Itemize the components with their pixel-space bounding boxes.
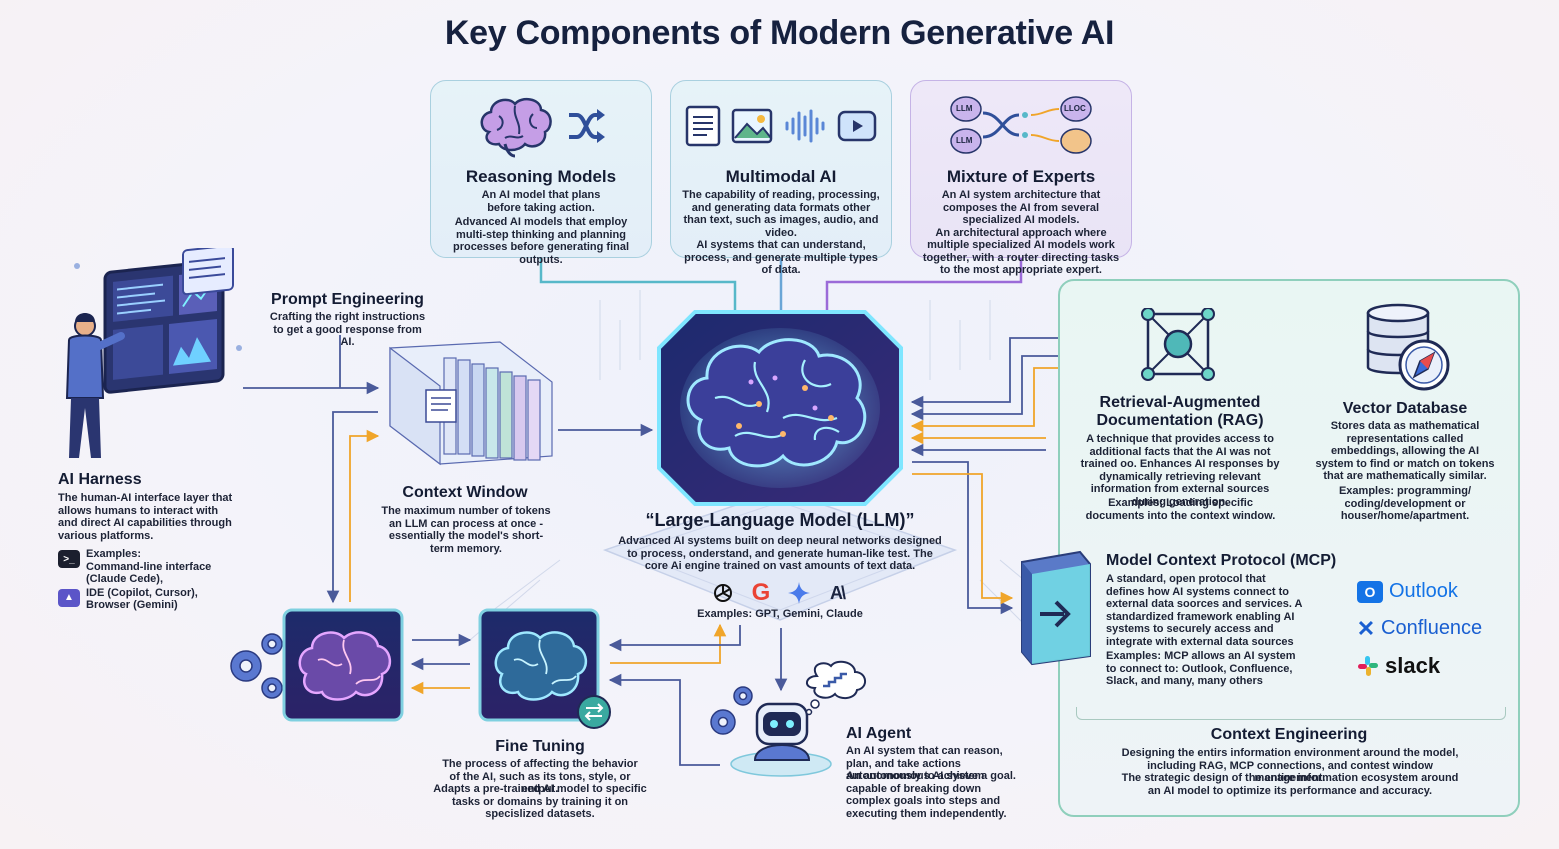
expert-brains-icon (950, 96, 1092, 154)
context-engineering-desc-2: The strategic design of the entire infor… (1121, 772, 1459, 797)
rag-network-icon (1141, 308, 1215, 381)
openai-logo (710, 580, 736, 606)
vector-database-icon (1366, 303, 1450, 391)
fine-tuning-illustration (230, 608, 611, 729)
harness-example-ide: IDE (Copilot, Cursor), (86, 586, 198, 599)
mcp-examples: Examples: MCP allows an AI system to con… (1106, 650, 1296, 687)
llm-logos: G A\ (680, 579, 880, 606)
ai-agent-desc-2: An autonomous AI system capable of break… (846, 770, 1007, 820)
harness-title: AI Harness (58, 471, 142, 488)
moe-title: Mixture of Experts (946, 167, 1096, 186)
image-icon (731, 108, 773, 144)
mcp-portal-icon (1021, 550, 1091, 666)
vector-db-examples: Examples: programming/ coding/developmen… (1338, 485, 1472, 522)
reasoning-desc-2: Advanced AI models that employ multi-ste… (452, 216, 630, 266)
page-title: Key Components of Modern Generative AI (444, 14, 1115, 52)
expert-label: LLM (956, 104, 973, 113)
integration-outlook: O Outlook (1357, 580, 1458, 603)
rag-examples: Examples: Loading specific documents int… (1085, 497, 1276, 522)
harness-examples: >_ Examples: Command-line interface (Cla… (58, 548, 233, 612)
mcp-title: Model Context Protocol (MCP) (1106, 552, 1337, 569)
reasoning-title: Reasoning Models (465, 167, 617, 186)
anthropic-logo: A\ (830, 582, 846, 603)
expert-label: LLOC (1064, 104, 1086, 113)
fine-tuning-title: Fine Tuning (495, 738, 585, 755)
harness-examples-label: Examples: (86, 548, 142, 560)
harness-example-browser: Browser (Gemini) (86, 599, 178, 611)
fine-tuning-desc-2: Adapts a pre-trained AI model to specifi… (433, 783, 647, 820)
integration-label: Outlook (1389, 580, 1458, 602)
rag-title-line2: Documentation (RAG) (1096, 412, 1264, 429)
slack-icon (1358, 656, 1378, 676)
panel-divider (1076, 707, 1506, 720)
harness-example-cli: Command-line interface (Claude Cede), (86, 560, 212, 586)
llm-desc: Advanced AI systems built on deep neural… (618, 535, 942, 572)
vector-db-desc: Stores data as mathematical representati… (1315, 420, 1495, 482)
confluence-icon: ✕ (1356, 615, 1376, 641)
context-window-stack-icon (389, 341, 553, 466)
audio-wave-icon (785, 109, 825, 143)
multimodal-ai-card: Multimodal AI The capability of reading,… (670, 80, 892, 276)
mcp-desc: A standard, open protocol that defines h… (1106, 573, 1303, 648)
expert-label: LLM (956, 136, 973, 145)
vector-db-title: Vector Database (1342, 400, 1468, 417)
google-logo: G (751, 579, 771, 606)
document-icon (685, 105, 721, 147)
context-window-desc: The maximum number of tokens an LLM can … (381, 505, 551, 555)
ai-agent-robot-icon (710, 660, 866, 777)
multimodal-title: Multimodal AI (725, 167, 837, 186)
multimodal-desc-1: The capability of reading, processing, a… (682, 189, 880, 239)
video-play-icon (837, 110, 877, 142)
harness-desc: The human-AI interface layer that allows… (58, 492, 233, 542)
prompt-title: Prompt Engineering (271, 291, 424, 308)
reasoning-desc-1: An AI model that plans before taking act… (481, 189, 601, 214)
integration-slack: slack (1357, 653, 1440, 679)
context-window-title: Context Window (402, 484, 528, 501)
multimodal-desc-2: AI systems that can understand, process,… (684, 239, 878, 276)
gemini-logo (786, 580, 812, 606)
rag-desc: A technique that provides access to addi… (1080, 433, 1280, 508)
integration-confluence: ✕ Confluence (1356, 615, 1483, 641)
moe-desc-1: An AI system architecture that composes … (941, 189, 1101, 226)
ide-icon: ▲ (58, 588, 80, 607)
context-engineering-desc-1: Designing the entirs information environ… (1121, 747, 1459, 784)
fine-tuning-desc-1: The process of affecting the behavior of… (442, 758, 638, 795)
reasoning-models-card: Reasoning Models An AI model that plans … (430, 80, 652, 266)
moe-desc-2: An architectural approach where multiple… (922, 226, 1120, 277)
integration-label: slack (1385, 653, 1441, 678)
integration-label: Confluence (1381, 617, 1483, 639)
context-engineering-title: Context Engineering (1210, 726, 1368, 743)
llm-brain-chip-icon (657, 310, 903, 506)
human-at-screen-illustration (65, 248, 242, 458)
terminal-icon: >_ (58, 550, 80, 568)
shuffle-icon (569, 109, 605, 143)
prompt-desc: Crafting the right instructions to get a… (269, 311, 426, 348)
llm-examples: Examples: GPT, Gemini, Claude (697, 608, 863, 620)
outlook-icon: O (1357, 580, 1383, 603)
moe-router-diagram: LLM LLM LLOC (921, 91, 1121, 161)
ai-agent-title: AI Agent (846, 725, 912, 742)
ai-agent-desc-1: An AI system that can reason, plan, and … (846, 745, 1016, 782)
mixture-of-experts-card: LLM LLM LLOC Mixture of Experts An AI sy… (910, 80, 1132, 276)
rag-title: Retrieval-Augmented Documentation (RAG) (1080, 394, 1280, 430)
brain-icon (480, 97, 552, 158)
llm-platform-base (602, 489, 958, 621)
rag-title-line1: Retrieval-Augmented (1099, 394, 1261, 411)
llm-title: “Large-Language Model (LLM)” (645, 510, 915, 530)
